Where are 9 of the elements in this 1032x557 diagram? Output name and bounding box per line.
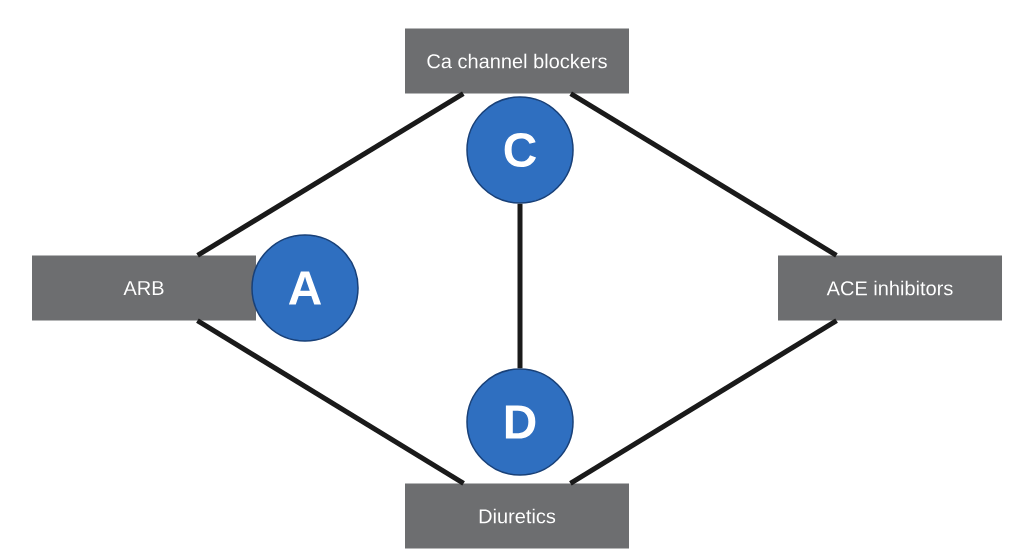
connector-line: [517, 203, 523, 369]
label-box: ACE inhibitors: [778, 255, 1002, 321]
connector-line: [569, 318, 838, 486]
label-box: Diuretics: [405, 483, 629, 549]
connector-line: [196, 318, 465, 486]
connector-line: [196, 91, 465, 258]
label-box: ARB: [32, 255, 256, 321]
label-box: Ca channel blockers: [405, 28, 629, 94]
connector-line: [569, 91, 838, 258]
